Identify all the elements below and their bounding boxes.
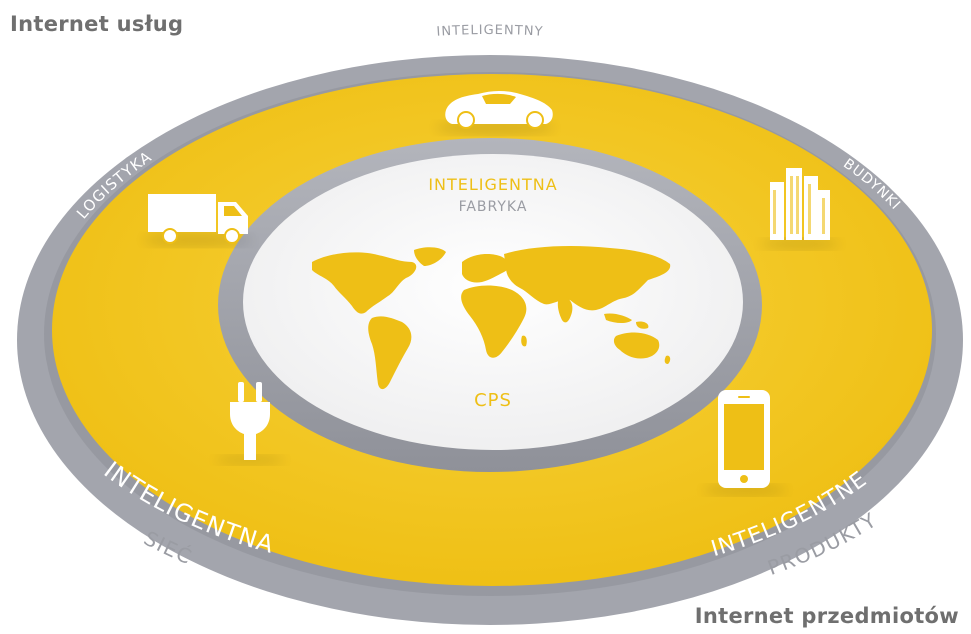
world-map-icon <box>312 246 671 390</box>
smartphone-icon <box>703 390 787 495</box>
truck-icon <box>143 194 253 246</box>
plug-icon <box>215 382 285 464</box>
center-cps-label: CPS <box>474 390 512 411</box>
internet-services-title: Internet usług <box>10 12 184 36</box>
center-title-line2: FABRYKA <box>459 199 528 215</box>
buildings-icon <box>760 168 840 249</box>
transport-label-line1: INTELIGENTNY <box>436 23 544 40</box>
transport-label-line2: TRANSPORT <box>440 42 539 60</box>
internet-of-things-title: Internet przedmiotów <box>694 604 959 628</box>
car-icon <box>435 91 555 134</box>
center-title-line1: INTELIGENTNA <box>428 175 557 194</box>
